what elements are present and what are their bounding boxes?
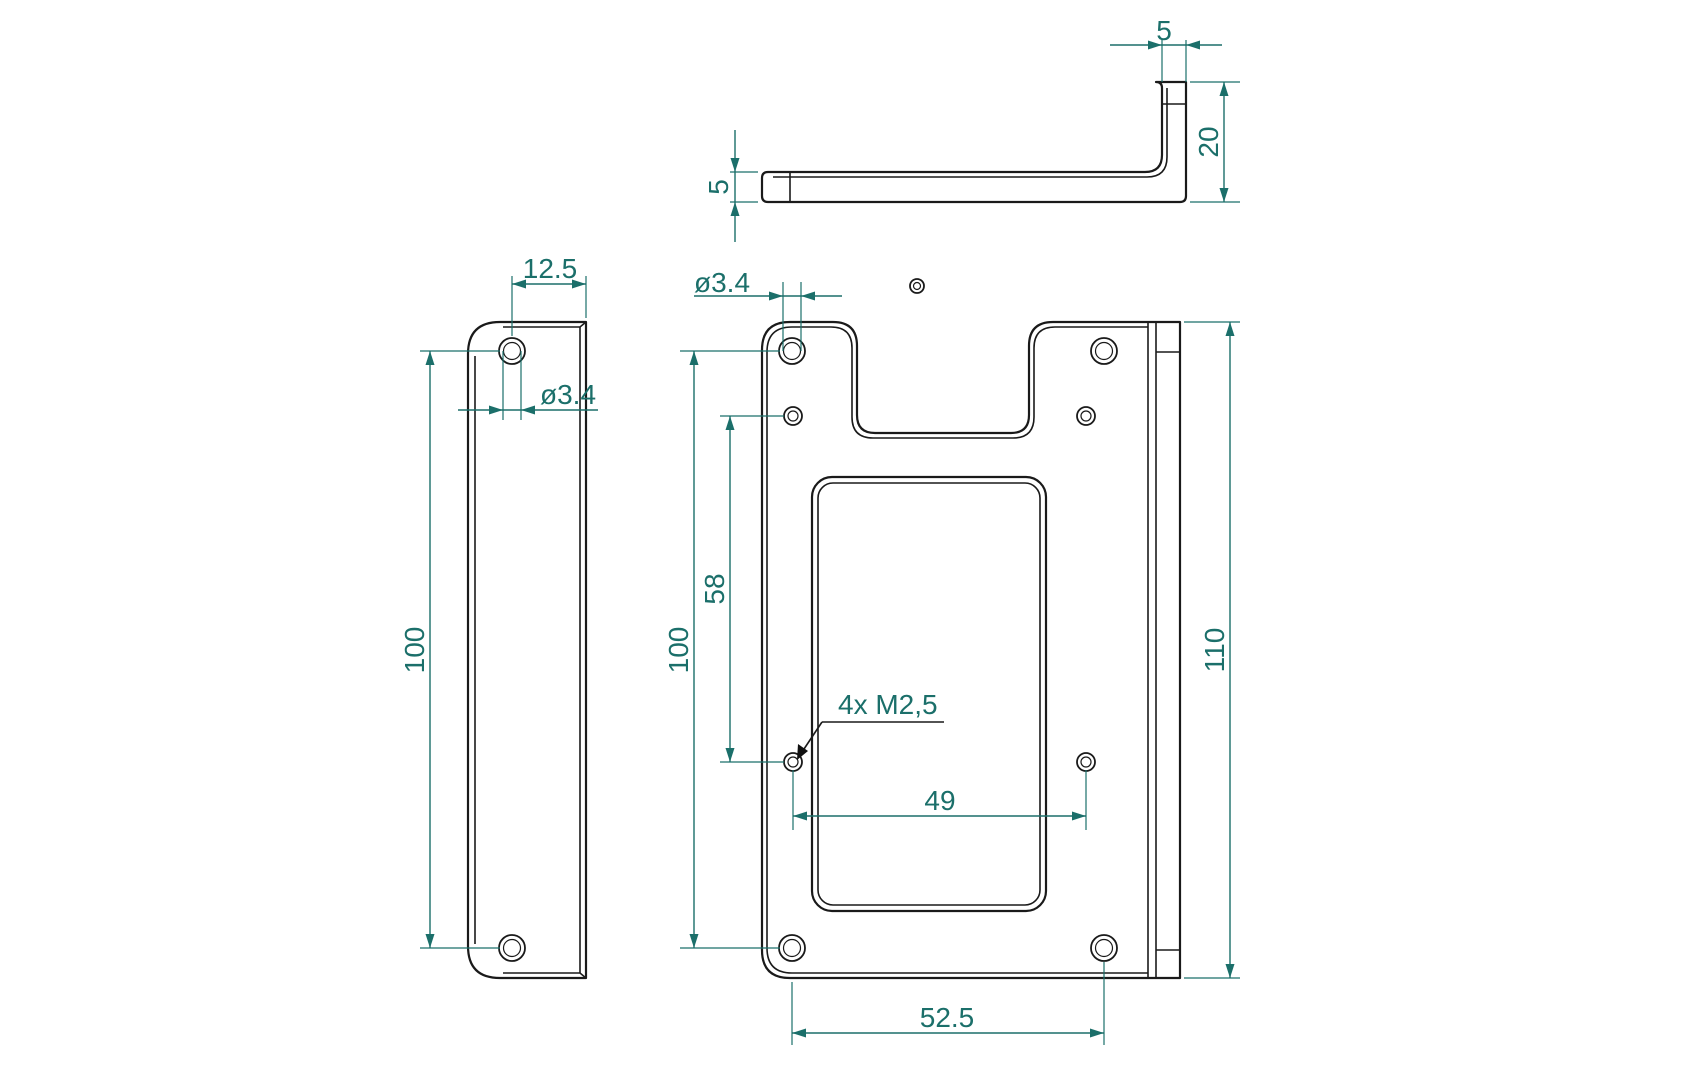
dim-front-small-hole-spacing: 58	[699, 415, 784, 763]
front-view: ø3.4 100 58 110	[663, 267, 1240, 1045]
dim-top-flange-width: 5	[1110, 15, 1222, 82]
dim-text-front-hole-diameter: ø3.4	[694, 267, 750, 298]
thread-hole-top-left	[783, 406, 803, 426]
side-plate-outline	[466, 320, 588, 980]
side-view: 12.5 ø3.4 100	[399, 253, 598, 980]
dim-text-side-hole-diameter: ø3.4	[540, 379, 596, 410]
dim-text-top-thickness: 5	[703, 179, 734, 195]
front-plate-outline	[760, 320, 1182, 980]
bracket-profile-outline	[760, 80, 1188, 204]
dim-text-front-overall-height: 110	[1199, 628, 1230, 673]
dim-front-hole-spacing-horizontal: 52.5	[791, 962, 1105, 1045]
dim-front-hole-diameter: ø3.4	[694, 267, 842, 351]
dim-side-hole-diameter: ø3.4	[458, 351, 598, 420]
front-window-cutout	[810, 475, 1048, 913]
dim-front-overall-height: 110	[1184, 321, 1240, 979]
front-hole-bottom-right	[1090, 934, 1118, 962]
front-hole-bottom-left	[778, 934, 806, 962]
dim-text-side-hole-spacing: 100	[399, 627, 430, 674]
side-hole-bottom	[498, 934, 526, 962]
dim-front-hole-spacing-vertical: 100	[663, 350, 780, 949]
dim-text-thread-hole-spacing: 49	[924, 785, 955, 816]
thread-hole-bottom-right	[1076, 752, 1096, 772]
dim-text-front-hole-spacing-vertical: 100	[663, 627, 694, 674]
dim-top-thickness: 5	[703, 130, 758, 242]
dim-side-hole-spacing: 100	[399, 350, 500, 949]
front-top-small-hole	[909, 278, 925, 294]
dim-text-front-hole-spacing-horizontal: 52.5	[920, 1002, 975, 1033]
dim-text-top-flange-height: 20	[1193, 126, 1224, 157]
top-profile-view: 5 20 5	[703, 15, 1240, 242]
thread-hole-top-right	[1076, 406, 1096, 426]
dim-text-side-hole-offset: 12.5	[523, 253, 578, 284]
dim-text-top-flange-width: 5	[1156, 15, 1172, 46]
dim-top-flange-height: 20	[1190, 81, 1240, 203]
dim-text-thread-callout: 4x M2,5	[838, 689, 938, 720]
dim-thread-hole-spacing: 49	[792, 770, 1087, 830]
bracket-profile-inner-line	[773, 88, 1168, 178]
dim-text-front-small-hole-spacing: 58	[699, 573, 730, 604]
front-hole-top-right	[1090, 337, 1118, 365]
callout-thread: 4x M2,5	[797, 689, 944, 760]
side-plate-inner-edge	[474, 321, 587, 979]
dim-side-hole-offset: 12.5	[511, 253, 587, 336]
